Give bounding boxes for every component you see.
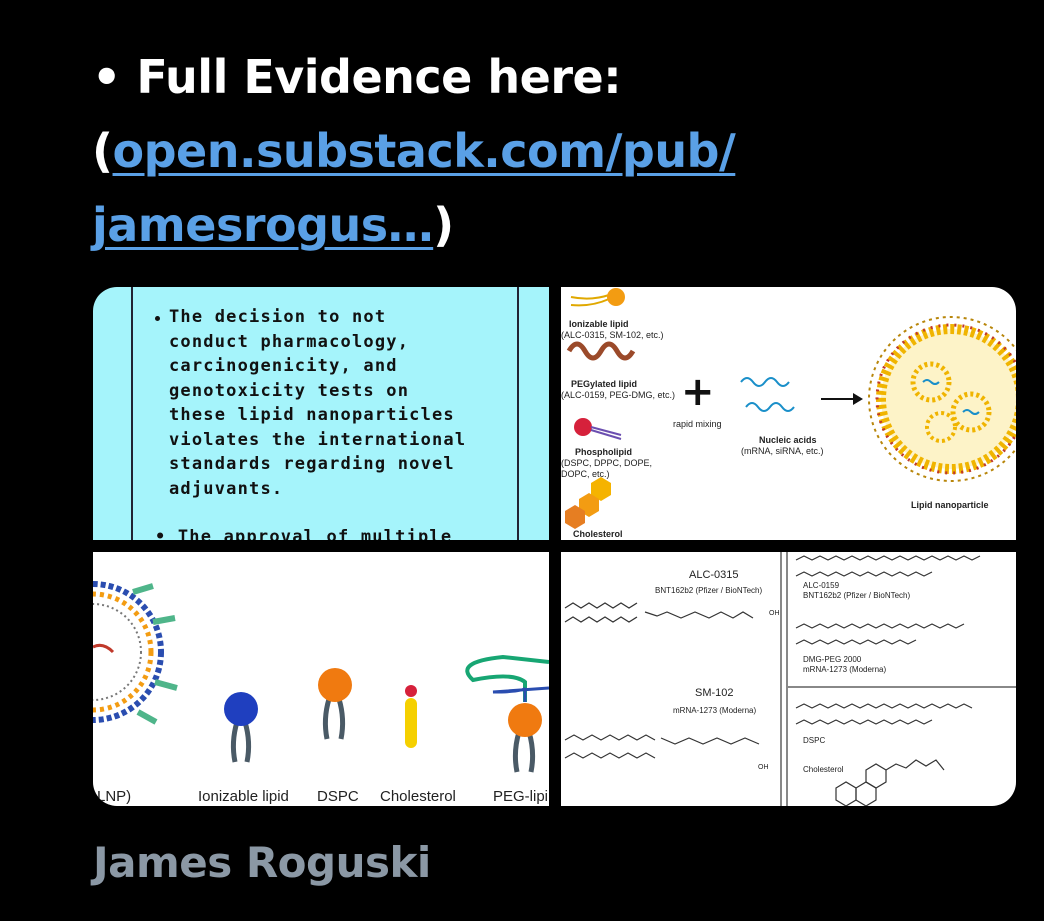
cholesterol-figure-icon xyxy=(405,685,417,748)
evidence-link-continued[interactable]: jamesrogus… xyxy=(92,198,433,252)
phospholipid-sublabel: (DSPC, DPPC, DOPE, DOPC, etc.) xyxy=(561,458,681,480)
close-paren: ) xyxy=(433,198,454,252)
dspc-structure-icon xyxy=(796,704,972,724)
alc0159-sublabel: BNT162b2 (Pfizer / BioNTech) xyxy=(803,590,910,601)
chemical-structures-drawing xyxy=(561,552,1016,806)
divider-line xyxy=(131,287,133,540)
pegylated-lipid-icon xyxy=(569,344,633,358)
image-tile-lipid-components[interactable]: LNP) Ionizable lipid DSPC Cholesterol PE… xyxy=(93,552,549,806)
author-name[interactable]: James Roguski xyxy=(93,838,431,887)
arrow-right-icon xyxy=(821,393,863,405)
image-tile-text-slide[interactable]: The decision to not conduct pharmacology… xyxy=(93,287,549,540)
lipid-nanoparticle-icon xyxy=(869,317,1016,481)
phospholipid-label: Phospholipid xyxy=(575,447,632,458)
lipid-nanoparticle-label: Lipid nanoparticle xyxy=(911,500,989,511)
bullet-dot xyxy=(155,316,160,321)
ionizable-lipid-figure-icon xyxy=(224,692,258,762)
lnp-partial-icon xyxy=(93,584,177,722)
phospholipid-icon xyxy=(574,418,621,439)
dmgpeg-structure-icon xyxy=(796,624,964,644)
open-paren: ( xyxy=(92,124,113,178)
sm102-sublabel: mRNA-1273 (Moderna) xyxy=(673,705,756,716)
rapid-mixing-label: rapid mixing xyxy=(673,419,722,430)
ionizable-lipid-caption: Ionizable lipid xyxy=(198,788,289,805)
alc0159-structure-icon xyxy=(796,556,980,576)
image-grid[interactable]: The decision to not conduct pharmacology… xyxy=(93,287,1016,806)
sm102-structure-icon xyxy=(565,735,759,758)
cholesterol-icon xyxy=(565,477,611,529)
cholesterol-structure-label: Cholesterol xyxy=(803,764,843,775)
ionizable-lipid-label: Ionizable lipid xyxy=(569,319,629,330)
lnp-caption: LNP) xyxy=(97,788,131,805)
image-tile-lnp-diagram[interactable]: + Ionizable lipid xyxy=(561,287,1016,540)
cholesterol-label: Cholesterol xyxy=(573,529,623,540)
post-headline: • Full Evidence here: (open.substack.com… xyxy=(92,40,992,262)
oh-label: OH xyxy=(758,762,769,773)
evidence-link[interactable]: open.substack.com/pub/ xyxy=(113,124,736,178)
oh-label: OH xyxy=(769,608,780,619)
sm102-label: SM-102 xyxy=(695,688,734,699)
nucleic-acid-icon xyxy=(741,378,794,411)
plus-glyph: + xyxy=(681,369,715,415)
dspc-caption: DSPC xyxy=(317,788,359,805)
headline-text: Full Evidence here: xyxy=(136,50,621,104)
dmgpeg-sublabel: mRNA-1273 (Moderna) xyxy=(803,664,886,675)
peg-lipid-caption: PEG-lipi xyxy=(493,788,548,805)
cholesterol-caption: Cholesterol xyxy=(380,788,456,805)
image-tile-chemical-structures[interactable]: ALC-0315 BNT162b2 (Pfizer / BioNTech) OH… xyxy=(561,552,1016,806)
dspc-structure-label: DSPC xyxy=(803,735,825,746)
ionizable-lipid-icon xyxy=(571,288,625,306)
pegylated-lipid-label: PEGylated lipid xyxy=(571,379,637,390)
peg-lipid-figure-icon xyxy=(467,657,549,772)
pegylated-lipid-sublabel: (ALC-0159, PEG-DMG, etc.) xyxy=(561,390,675,401)
nucleic-acids-sublabel: (mRNA, siRNA, etc.) xyxy=(741,446,824,457)
alc0315-structure-icon xyxy=(565,603,753,622)
bullet-glyph: • xyxy=(92,50,121,104)
slide-bullet-text-2: • The approval of multiple xyxy=(155,527,452,540)
nucleic-acids-label: Nucleic acids xyxy=(759,435,817,446)
cholesterol-structure-icon xyxy=(836,760,944,806)
alc0315-sublabel: BNT162b2 (Pfizer / BioNTech) xyxy=(655,585,762,596)
dspc-figure-icon xyxy=(318,668,352,739)
slide-bullet-text: The decision to not conduct pharmacology… xyxy=(169,305,529,501)
alc0315-label: ALC-0315 xyxy=(689,570,739,581)
lipid-components-illustration xyxy=(93,552,549,806)
ionizable-lipid-sublabel: (ALC-0315, SM-102, etc.) xyxy=(561,330,664,341)
